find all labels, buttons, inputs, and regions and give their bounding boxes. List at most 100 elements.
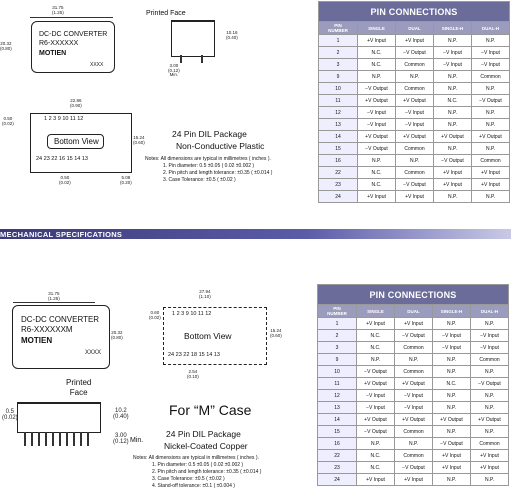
pin-function-cell: Common	[395, 142, 434, 155]
pin-function-cell: N.C.	[357, 178, 396, 191]
pin-function-cell: N.P.	[470, 365, 509, 378]
bot-side-dim: 0.60 (0.02)	[149, 310, 161, 320]
pin-function-cell: +V Output	[394, 413, 433, 426]
pin-function-cell: Common	[395, 82, 434, 95]
bot-module-top-view: DC-DC CONVERTER R6-XXXXXXM MOTIEN XXXX	[12, 305, 110, 369]
pin-function-cell: N.P.	[394, 437, 433, 450]
col-dual: DUAL	[395, 21, 434, 35]
pin-function-cell: N.P.	[471, 34, 510, 47]
pin-function-cell: +V Input	[433, 178, 472, 191]
printed-face-label: Printed Face	[146, 10, 186, 17]
pin-function-cell: Common	[470, 353, 509, 366]
pin-function-cell: Common	[471, 70, 510, 83]
pin-number-cell: 3	[318, 58, 358, 71]
col-dual: DUAL	[394, 304, 433, 318]
pin-function-cell: +V Output	[470, 413, 509, 426]
pin-function-cell: −V Input	[357, 118, 396, 131]
pin-function-cell: N.P.	[432, 317, 471, 330]
pin-function-cell: N.P.	[357, 154, 396, 167]
bottom-view-box: Bottom View	[47, 134, 104, 149]
top-package-sub: Non-Conductive Plastic	[176, 141, 265, 151]
case-label: For “M” Case	[169, 402, 252, 418]
pin-function-cell: −V Output	[357, 142, 396, 155]
pin-table-row: 14+V Output+V Output+V Output+V Output	[318, 130, 510, 143]
pin-function-cell: N.P.	[470, 401, 509, 414]
pin-number-cell: 16	[318, 154, 358, 167]
bot-pinlen-dim: 3.00 (0.12)	[113, 433, 129, 446]
top-pin-numbers: 1 2 3 9 10 11 12	[172, 311, 212, 317]
pin-function-cell: Common	[395, 166, 434, 179]
pin-function-cell: +V Input	[432, 461, 471, 474]
pin-function-cell: −V Output	[470, 377, 509, 390]
module-code: XXXX	[85, 350, 102, 356]
pin	[201, 55, 203, 63]
pin-function-cell: +V Output	[395, 94, 434, 107]
pin-number-cell: 15	[318, 142, 358, 155]
top-pinrow-dim: 22.86 (0.90)	[70, 98, 82, 108]
pin-function-cell: +V Input	[394, 317, 433, 330]
bottom-pin-numbers: 24 23 22 16 15 14 13	[36, 156, 88, 162]
pin-function-cell: −V Output	[394, 461, 433, 474]
pin	[180, 55, 182, 63]
pin-function-cell: N.P.	[433, 142, 472, 155]
pin-function-cell: −V Input	[432, 341, 471, 354]
pin-function-cell: N.P.	[432, 353, 471, 366]
pin-number-cell: 9	[318, 70, 358, 83]
bot-height-dim: 20.32 (0.80)	[111, 330, 123, 340]
pin-table-row: 14+V Output+V Output+V Output+V Output	[317, 413, 509, 426]
pin-number-cell: 9	[317, 353, 357, 366]
pin-function-cell: N.P.	[470, 389, 509, 402]
pin-function-cell: −V Output	[471, 94, 510, 107]
pin-function-cell: N.P.	[433, 106, 472, 119]
pin-function-cell: +V Output	[357, 94, 396, 107]
bot-row-dim: 15.24 (0.60)	[270, 328, 282, 338]
pin-function-cell: +V Input	[470, 461, 509, 474]
col-single: SINGLE	[356, 304, 395, 318]
top-pinlen-dim: 3.00 (0.12) Min.	[168, 63, 180, 78]
section-band: MECHANICAL SPECIFICATIONS	[0, 229, 511, 239]
pin-number-cell: 11	[318, 94, 358, 107]
pin-function-cell: Common	[471, 154, 510, 167]
bot-note-0: Notes: All dimensions are typical in mil…	[133, 455, 259, 461]
printed-face-label: Printed Face	[66, 378, 92, 397]
pin-function-cell: Common	[394, 449, 433, 462]
pin-function-cell: −V Input	[356, 389, 395, 402]
pin-function-cell: +V Input	[394, 473, 433, 486]
top-note-3: 3. Case Tolerance: ±0.5 ( ±0.02 )	[163, 177, 236, 183]
pin-function-cell: N.P.	[433, 34, 472, 47]
pin-function-cell: N.P.	[433, 118, 472, 131]
pin-function-cell: −V Input	[395, 106, 434, 119]
pin-function-cell: +V Input	[471, 178, 510, 191]
top-height-dim: 20.32 (0.80)	[0, 41, 12, 51]
pin-function-cell: −V Input	[471, 58, 510, 71]
bot-package-sub: Nickel-Coated Copper	[164, 441, 248, 451]
pin-function-cell: N.P.	[356, 437, 395, 450]
top-note-1: 1. Pin diameter: 0.5 ±0.05 ( 0.02 ±0.002…	[163, 163, 255, 169]
top-note-0: Notes: All dimensions are typical in mil…	[145, 156, 271, 162]
pin-function-cell: +V Output	[357, 130, 396, 143]
pin-function-cell: N.C.	[356, 329, 395, 342]
pin-number-cell: 22	[318, 166, 358, 179]
pin-number-cell: 2	[317, 329, 357, 342]
pin-number-cell: 1	[317, 317, 357, 330]
top-bottom-view: 1 2 3 9 10 11 12 Bottom View 24 23 22 16…	[30, 113, 132, 173]
pin-function-cell: −V Output	[433, 154, 472, 167]
pin-function-cell: Common	[470, 437, 509, 450]
module-line2: R6-XXXXXX	[39, 40, 79, 47]
col-dual-h: DUAL-H	[471, 21, 510, 35]
pin-function-cell: −V Output	[432, 437, 471, 450]
bottom-pin-numbers: 24 23 22 18 15 14 13	[168, 352, 220, 358]
pin-number-cell: 13	[317, 401, 357, 414]
